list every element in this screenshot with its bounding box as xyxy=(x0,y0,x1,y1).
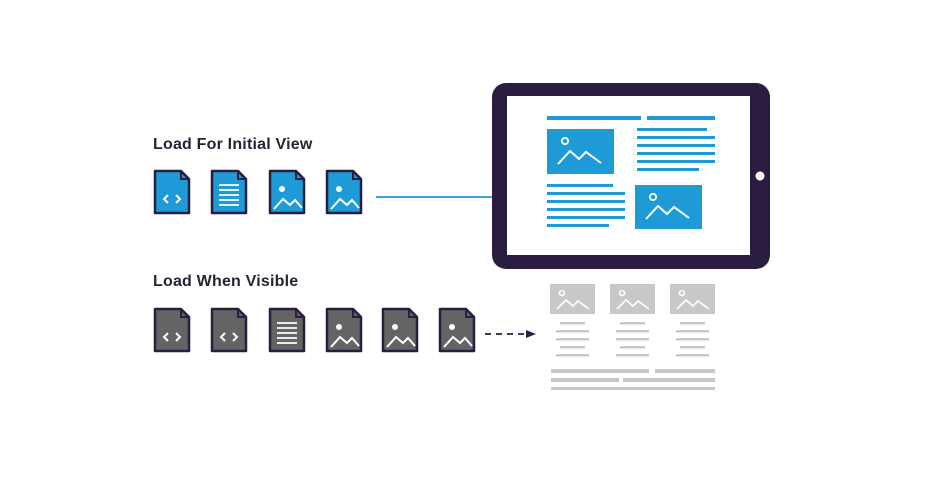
image-file-icon xyxy=(438,307,476,353)
lazy-load-arrow xyxy=(485,330,536,338)
code-file-icon xyxy=(153,169,191,215)
image-file-icon xyxy=(381,307,419,353)
tablet-device xyxy=(492,83,770,269)
offscreen-placeholder-content xyxy=(550,284,715,390)
image-file-icon xyxy=(268,169,306,215)
placeholder-image-icon xyxy=(550,284,595,314)
image-file-icon xyxy=(325,307,363,353)
load-when-visible-label: Load When Visible xyxy=(153,273,299,290)
placeholder-image-icon xyxy=(610,284,655,314)
text-file-icon xyxy=(268,307,306,353)
tablet-image-icon xyxy=(547,129,614,174)
placeholder-image-icon xyxy=(670,284,715,314)
image-file-icon xyxy=(325,169,363,215)
text-file-icon xyxy=(210,169,248,215)
load-initial-view-label: Load For Initial View xyxy=(153,136,313,153)
tablet-image-icon xyxy=(635,185,702,229)
code-file-icon xyxy=(210,307,248,353)
code-file-icon xyxy=(153,307,191,353)
